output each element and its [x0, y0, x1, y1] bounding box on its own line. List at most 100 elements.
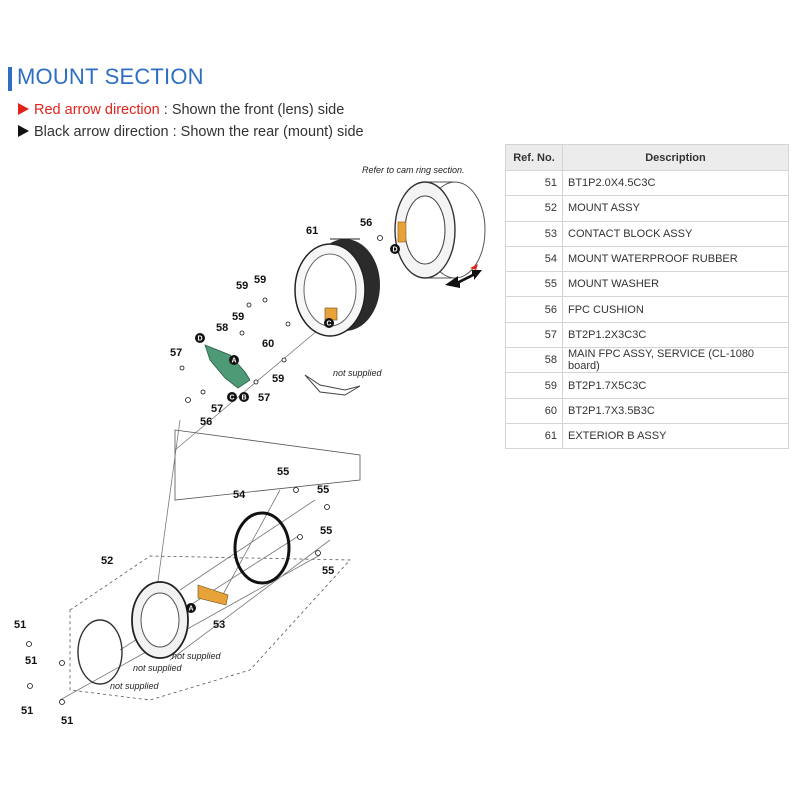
callout-52: 52: [101, 555, 113, 567]
mount-assy-frame: [69, 555, 351, 701]
marker-b-text: B: [241, 395, 246, 402]
ref-cell: 55: [505, 271, 563, 298]
callout-55: 55: [277, 466, 289, 478]
ref-cell: 56: [505, 296, 563, 323]
callout-55: 55: [317, 484, 329, 496]
marker-c-text: C: [326, 321, 331, 328]
washer-icon: [315, 550, 321, 556]
screw-icon: [27, 683, 33, 689]
ref-cell: 54: [505, 245, 563, 273]
black-arrow-icon: [18, 125, 29, 137]
exploded-diagram: D C D A C B A Refer to cam ring section.…: [14, 165, 486, 727]
ref-cell: 52: [505, 195, 563, 222]
legend-black: Black arrow direction : Shown the rear (…: [18, 124, 364, 140]
callout-57: 57: [258, 392, 270, 404]
callout-59: 59: [232, 311, 244, 323]
ref-cell: 57: [505, 321, 563, 349]
ref-cell: 59: [505, 372, 563, 399]
callout-51: 51: [25, 655, 37, 667]
screw-icon: [377, 235, 383, 241]
desc-cell: EXTERIOR B ASSY: [562, 422, 789, 450]
parts-table-header: Ref. No. Description: [505, 144, 789, 171]
callout-51: 51: [21, 705, 33, 717]
callout-58: 58: [216, 322, 228, 334]
screw-icon: [281, 357, 287, 363]
desc-cell: FPC CUSHION: [562, 296, 789, 323]
callout-61: 61: [306, 225, 318, 237]
washer-icon: [297, 534, 303, 540]
callout-55: 55: [320, 525, 332, 537]
screw-icon: [185, 397, 191, 403]
callout-53: 53: [213, 619, 225, 631]
refer-note: Refer to cam ring section.: [362, 165, 465, 175]
main-fpc-board: [204, 344, 251, 389]
callout-51: 51: [61, 715, 73, 727]
screw-icon: [59, 660, 65, 666]
legend-black-label: Black arrow direction : Shown the rear (…: [34, 124, 364, 140]
not-supplied-label: not supplied: [172, 651, 222, 661]
screw-icon: [239, 330, 245, 336]
callout-54: 54: [233, 489, 246, 501]
header-description: Description: [562, 144, 789, 171]
screw-icon: [179, 365, 185, 371]
desc-cell: MOUNT WATERPROOF RUBBER: [562, 245, 789, 273]
legend-red-rest: : Shown the front (lens) side: [159, 102, 345, 118]
desc-cell: MOUNT ASSY: [562, 195, 789, 222]
desc-cell: BT2P1.7X3.5B3C: [562, 397, 789, 424]
marker-d-text: D: [197, 336, 202, 343]
ref-cell: 51: [505, 169, 563, 197]
not-supplied-label: not supplied: [110, 681, 160, 691]
mount-assy: [77, 581, 189, 685]
marker-c-text: C: [229, 395, 234, 402]
desc-cell: MAIN FPC ASSY, SERVICE (CL-1080 board): [562, 347, 789, 374]
ref-cell: 58: [505, 347, 563, 374]
exterior-b-assy: [294, 238, 380, 337]
screw-icon: [285, 321, 291, 327]
callout-56: 56: [200, 416, 212, 428]
mount-waterproof-rubber: [233, 511, 291, 585]
not-supplied-label: not supplied: [333, 368, 383, 378]
screw-icon: [262, 297, 268, 303]
not-supplied-label: not supplied: [133, 663, 183, 673]
desc-cell: MOUNT WASHER: [562, 271, 789, 298]
page-title: MOUNT SECTION: [17, 64, 204, 89]
marker-d-text: D: [392, 247, 397, 254]
callout-51: 51: [14, 619, 26, 631]
legend-red-label: Red arrow direction: [34, 102, 160, 118]
marker-a-text: A: [231, 358, 236, 365]
direction-arrows: [445, 264, 482, 288]
ref-cell: 53: [505, 220, 563, 247]
red-arrow-icon: [18, 103, 29, 115]
screw-icon: [200, 389, 206, 395]
desc-cell: BT2P1.7X5C3C: [562, 372, 789, 399]
screw-icon: [253, 379, 259, 385]
desc-cell: CONTACT BLOCK ASSY: [562, 220, 789, 247]
screw-icon: [59, 699, 65, 705]
desc-cell: BT1P2.0X4.5C3C: [562, 169, 789, 197]
contact-block: [197, 584, 229, 606]
callout-59: 59: [236, 280, 248, 292]
leader-lines: [59, 319, 331, 701]
header-ref-no: Ref. No.: [505, 144, 563, 171]
marker-a-text: A: [188, 606, 193, 613]
upper-frame: [174, 429, 361, 501]
ref-cell: 60: [505, 397, 563, 424]
ref-cell: 61: [505, 422, 563, 450]
callout-60: 60: [262, 338, 274, 350]
callout-55: 55: [322, 565, 334, 577]
washer-icon: [293, 487, 299, 493]
callout-59: 59: [254, 274, 266, 286]
washer-icon: [324, 504, 330, 510]
callout-59: 59: [272, 373, 284, 385]
screw-icon: [26, 641, 32, 647]
